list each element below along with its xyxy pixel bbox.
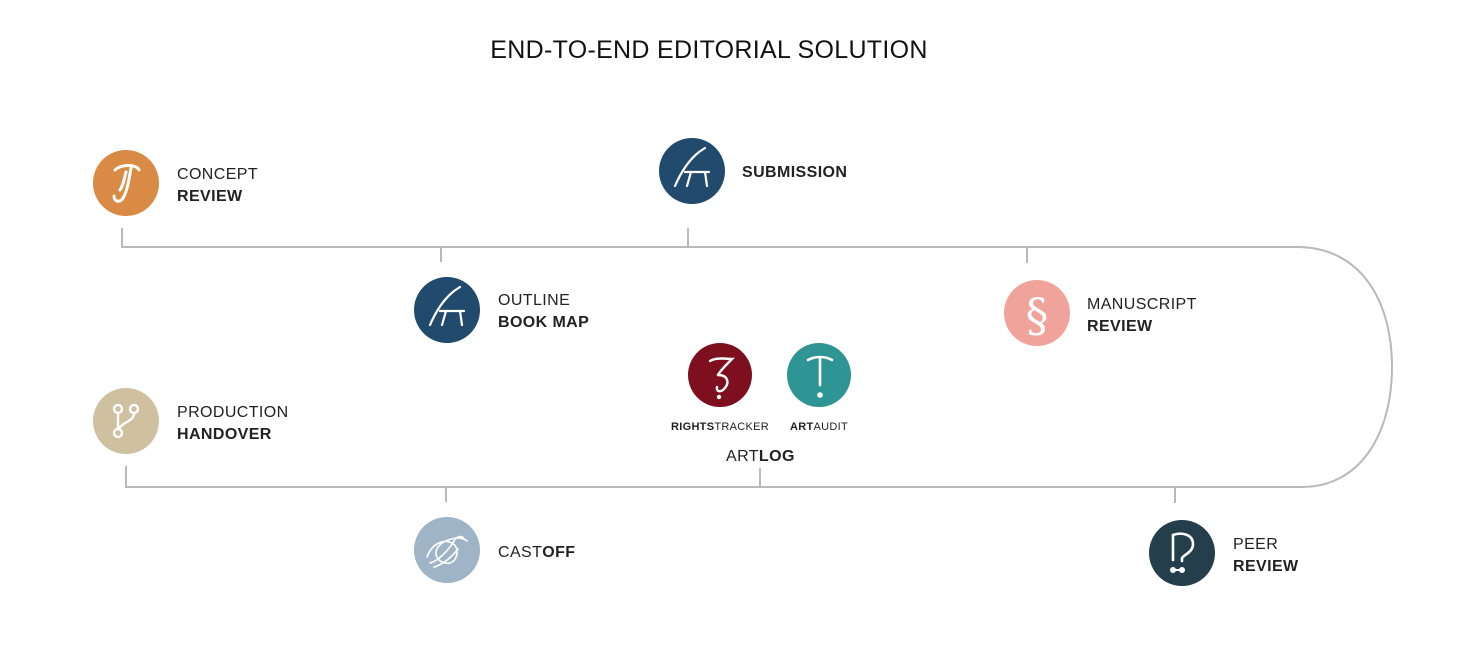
production-handover-label: PRODUCTION HANDOVER [177,404,289,443]
manuscript-review-node[interactable]: § [1004,280,1070,346]
castoff-node[interactable] [414,517,480,583]
diagram-title: END-TO-END EDITORIAL SOLUTION [490,36,928,64]
easel-icon [673,146,711,188]
script-z-icon [708,357,735,400]
submission-label: SUBMISSION [742,164,848,181]
branch-icon [112,403,140,439]
easel-icon [428,285,466,327]
rights-tracker-node[interactable] [688,343,752,407]
submission-node[interactable] [659,138,725,204]
art-audit-label: ARTAUDIT [789,421,848,433]
production-handover-node[interactable] [93,388,159,454]
question-mark-icon [1170,532,1195,573]
art-audit-node[interactable] [787,343,851,407]
castoff-label: CASTOFF [498,544,576,561]
section-sign-icon: § [1026,288,1049,342]
svg-text:§: § [1026,288,1049,342]
peer-review-label: PEER REVIEW [1233,536,1299,575]
exclamation-icon [806,355,834,398]
peer-review-node[interactable] [1149,520,1215,586]
outline-book-map-label: OUTLINE BOOK MAP [498,292,590,331]
script-j-icon [112,164,141,203]
concept-review-label: CONCEPT REVIEW [177,166,259,205]
rights-tracker-label: RIGHTSTRACKER [670,421,770,433]
outline-book-map-node[interactable] [414,277,480,343]
concept-review-node[interactable] [93,150,159,216]
artlog-label: ARTLOG [726,448,795,465]
wave-loop-icon [426,535,468,568]
manuscript-review-label: MANUSCRIPT REVIEW [1087,296,1197,335]
